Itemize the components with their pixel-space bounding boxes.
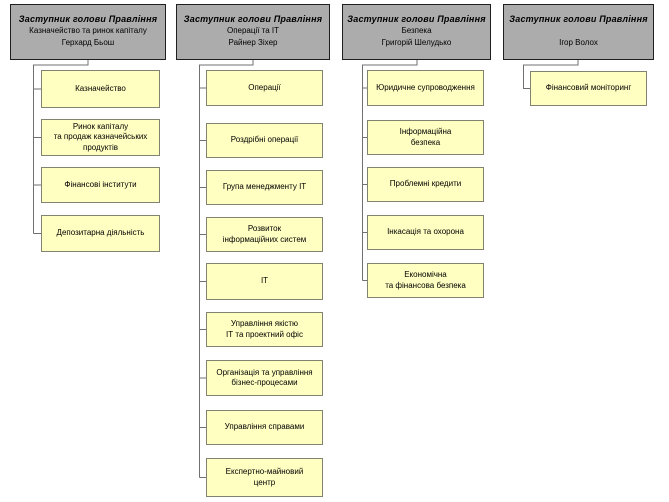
- deputy-header-operations-it: Заступник голови Правління Операції та І…: [176, 4, 330, 60]
- dept-box-operations: Операції: [206, 70, 323, 106]
- dept-box-depositary: Депозитарна діяльність: [41, 215, 160, 252]
- dept-box-it-quality-project-office: Управління якістю ІТ та проектний офіс: [206, 312, 323, 347]
- dept-box-economic-financial-security: Економічна та фінансова безпека: [367, 263, 484, 298]
- dept-box-capital-market: Ринок капіталу та продаж казначейських п…: [41, 119, 160, 156]
- deputy-header-security: Заступник голови Правління Безпека Григо…: [342, 4, 491, 60]
- header-title: Заступник голови Правління: [183, 14, 323, 24]
- header-title: Заступник голови Правління: [509, 14, 648, 24]
- dept-box-treasury: Казначейство: [41, 70, 160, 108]
- dept-box-retail-operations: Роздрібні операції: [206, 123, 323, 158]
- dept-box-financial-institutions: Фінансові інститути: [41, 167, 160, 203]
- dept-box-financial-monitoring: Фінансовий моніторинг: [530, 71, 647, 106]
- header-role: Казначейство та ринок капіталу: [29, 26, 147, 35]
- header-title: Заступник голови Правління: [347, 14, 486, 24]
- dept-box-legal-support: Юридичне супроводження: [367, 70, 484, 106]
- header-role: [504, 25, 653, 37]
- header-person: Райнер Зіхер: [228, 38, 278, 47]
- dept-box-case-management: Управління справами: [206, 410, 323, 445]
- header-person: Ігор Волох: [559, 38, 598, 47]
- dept-box-expert-property-center: Експертно-майновий центр: [206, 458, 323, 497]
- dept-box-business-processes: Організація та управління бізнес-процеса…: [206, 360, 323, 396]
- header-person: Герхард Бьош: [61, 38, 115, 47]
- dept-box-problem-loans: Проблемні кредити: [367, 167, 484, 202]
- deputy-header-monitoring: Заступник голови Правління Ігор Волох: [503, 4, 654, 60]
- header-person: Григорій Шелудько: [381, 38, 452, 47]
- deputy-header-treasury: Заступник голови Правління Казначейство …: [10, 4, 166, 60]
- header-role: Операції та ІТ: [226, 26, 280, 35]
- header-title: Заступник голови Правління: [18, 14, 158, 24]
- header-role: Безпека: [401, 26, 432, 35]
- dept-box-collection-guard: Інкасація та охорона: [367, 215, 484, 250]
- dept-box-it: ІТ: [206, 263, 323, 300]
- dept-box-info-systems-development: Розвиток інформаційних систем: [206, 217, 323, 252]
- dept-box-information-security: Інформаційна безпека: [367, 120, 484, 155]
- dept-box-it-management-group: Група менеджменту ІТ: [206, 170, 323, 205]
